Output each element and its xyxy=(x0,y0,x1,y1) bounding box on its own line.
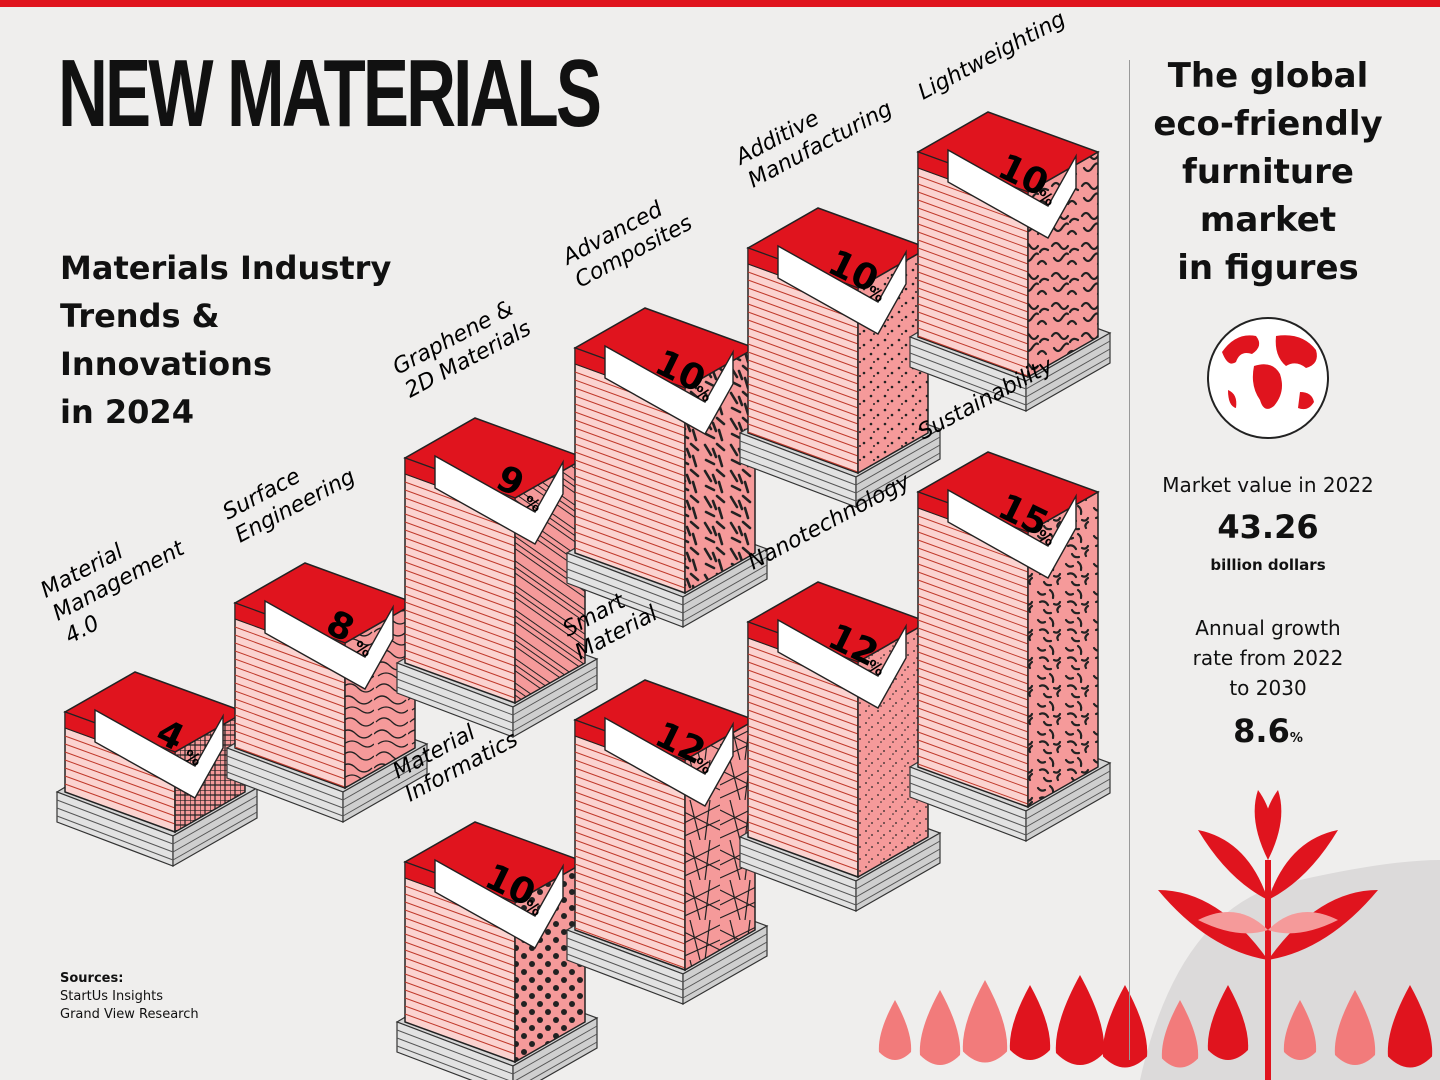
leaf-icon xyxy=(919,990,961,1065)
growth-value: 8.6 xyxy=(1233,712,1290,750)
trend-label: Graphene &2D Materials xyxy=(389,293,535,403)
subtitle-line: Materials Industry xyxy=(60,249,392,287)
trend-box: 9%Graphene &2D Materials xyxy=(389,293,599,739)
panel-title-line: furniture xyxy=(1182,152,1354,192)
subtitle-line: Trends & xyxy=(60,297,220,335)
leaf-icon xyxy=(1387,985,1433,1068)
growth-label-line: rate from 2022 xyxy=(1192,646,1344,670)
trend-percent-sign: % xyxy=(181,746,204,770)
page-title: NEW MATERIALS xyxy=(58,40,602,147)
trend-label: SurfaceEngineering xyxy=(219,441,360,548)
leaf-icon xyxy=(1283,1000,1317,1060)
panel-title-line: market xyxy=(1199,200,1337,240)
trend-percent-sign: % xyxy=(351,637,374,661)
leaf-icon xyxy=(1161,1000,1199,1068)
subtitle-line: in 2024 xyxy=(60,393,194,431)
trend-box: 10%MaterialInformatics xyxy=(389,720,599,1080)
top-accent-bar xyxy=(0,0,1440,7)
market-value: 43.26 xyxy=(1217,508,1319,546)
trend-percent-sign: % xyxy=(691,382,714,406)
panel-title-line: in figures xyxy=(1177,248,1359,288)
leaf-icon xyxy=(1102,985,1148,1068)
growth-label: Annual growth rate from 2022 to 2030 xyxy=(1132,613,1404,703)
trend-box: 12%SmartMaterial xyxy=(559,588,769,1006)
market-unit: billion dollars xyxy=(1210,556,1326,574)
sources-heading: Sources: xyxy=(60,971,124,986)
trend-percent-sign: % xyxy=(521,896,544,920)
panel-title: The global eco-friendly furniture market… xyxy=(1132,52,1404,292)
sources: Sources: StartUs Insights Grand View Res… xyxy=(60,970,199,1024)
subtitle-line: Innovations xyxy=(60,345,272,383)
trend-box: 4%MaterialManagement4.0 xyxy=(37,513,259,868)
trend-box: 10%AdvancedComposites xyxy=(557,188,769,629)
leaf-icon xyxy=(1207,985,1249,1060)
source-item: Grand View Research xyxy=(60,1007,199,1022)
trend-percent-sign: % xyxy=(521,492,544,516)
trend-box: 10%AdditiveManufacturing xyxy=(730,73,942,509)
trend-label: MaterialManagement4.0 xyxy=(37,513,202,650)
trend-percent-sign: % xyxy=(864,282,887,306)
trend-percent-sign: % xyxy=(1034,186,1057,210)
trend-label: AdditiveManufacturing xyxy=(730,73,896,194)
panel-title-line: eco-friendly xyxy=(1153,104,1383,144)
growth-value-row: 8.6% xyxy=(1132,712,1404,750)
leaf-icon xyxy=(1009,985,1051,1060)
trend-box: 8%SurfaceEngineering xyxy=(219,441,429,824)
panel-title-line: The global xyxy=(1167,56,1369,96)
globe-icon xyxy=(1207,317,1329,439)
leaf-icon xyxy=(1055,975,1105,1065)
subtitle: Materials Industry Trends & Innovations … xyxy=(60,244,391,436)
trend-label: AdvancedComposites xyxy=(557,188,696,294)
trend-label-line: Lightweighting xyxy=(914,7,1070,106)
source-item: StartUs Insights xyxy=(60,989,163,1004)
trend-percent-sign: % xyxy=(1034,526,1057,550)
leaf-icon xyxy=(878,975,1433,1068)
leaf-icon xyxy=(962,980,1008,1063)
growth-label-line: Annual growth xyxy=(1195,616,1341,640)
trend-percent-sign: % xyxy=(864,656,887,680)
trend-box: 15%Sustainability xyxy=(908,353,1112,843)
trend-box: 12%Nanotechnology xyxy=(738,468,942,913)
growth-label-line: to 2030 xyxy=(1229,676,1307,700)
trend-label: Lightweighting xyxy=(914,7,1070,106)
growth-percent-sign: % xyxy=(1289,731,1303,746)
leaf-icon xyxy=(1334,990,1376,1065)
trend-box: 10%Lightweighting xyxy=(908,7,1112,413)
panel-divider xyxy=(1129,60,1130,1060)
trend-percent-sign: % xyxy=(691,754,714,778)
market-value-label: Market value in 2022 xyxy=(1162,473,1374,497)
leaf-icon xyxy=(878,1000,912,1060)
